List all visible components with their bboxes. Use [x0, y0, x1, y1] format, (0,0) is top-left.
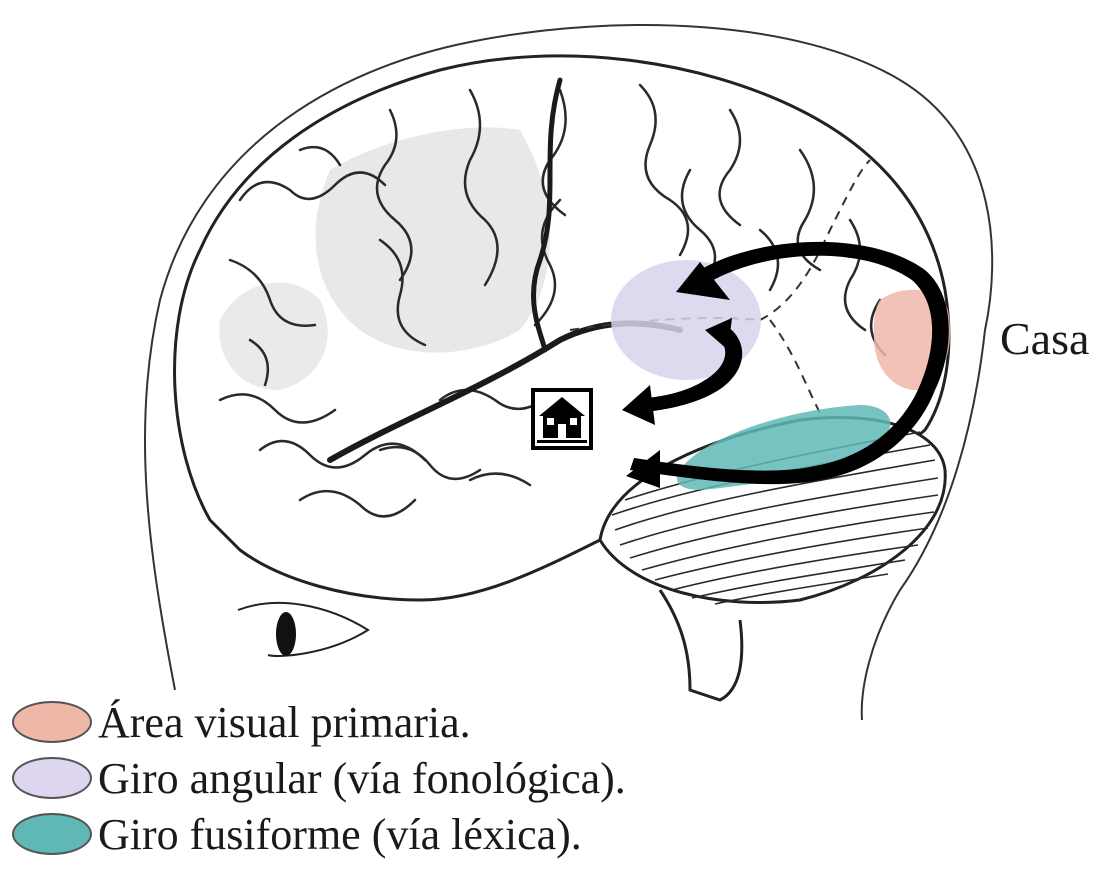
eye-icon — [238, 603, 368, 656]
house-icon — [531, 388, 593, 450]
motor-cortex-shading — [316, 127, 550, 352]
legend-swatch-primary-visual — [12, 701, 92, 743]
legend-item-angular-gyrus: Giro angular (vía fonológica). — [12, 750, 912, 806]
legend-swatch-fusiform-gyrus — [12, 813, 92, 855]
legend-label-angular-gyrus: Giro angular (vía fonológica). — [98, 753, 626, 804]
brainstem — [660, 590, 742, 700]
legend-label-fusiform-gyrus: Giro fusiforme (vía léxica). — [98, 809, 582, 860]
legend-label-primary-visual: Área visual primaria. — [98, 697, 471, 748]
legend: Área visual primaria. Giro angular (vía … — [12, 694, 912, 862]
legend-item-primary-visual: Área visual primaria. — [12, 694, 912, 750]
legend-item-fusiform-gyrus: Giro fusiforme (vía léxica). — [12, 806, 912, 862]
word-label: Casa — [1000, 312, 1089, 365]
legend-swatch-angular-gyrus — [12, 757, 92, 799]
